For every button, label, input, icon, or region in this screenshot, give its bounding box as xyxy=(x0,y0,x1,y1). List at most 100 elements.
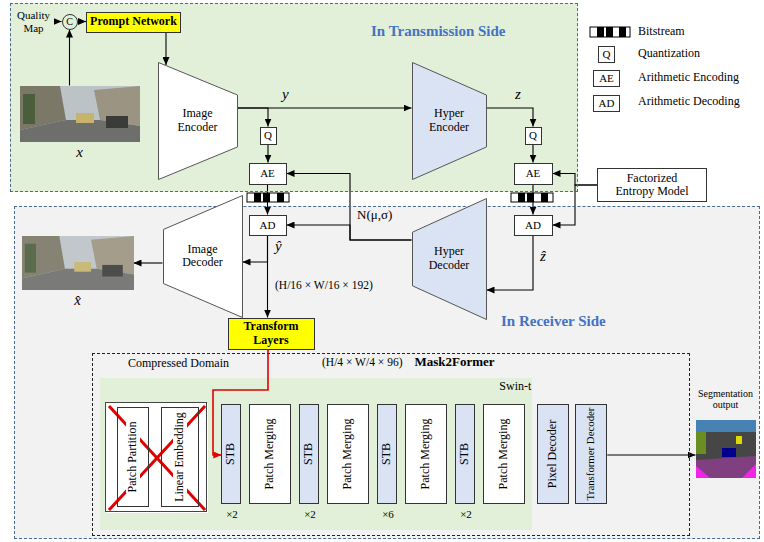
segmentation-map xyxy=(696,420,756,478)
trapezoid-outline xyxy=(412,62,486,179)
legend-sample-box: AD xyxy=(593,95,620,112)
photo-tree xyxy=(25,244,36,273)
node-label: Image Encoder xyxy=(170,107,226,133)
annotation-label: ×2 xyxy=(224,508,240,520)
coder-box: AE xyxy=(249,163,287,185)
rotated-label-holder: Patch Merging xyxy=(250,405,290,503)
node-label: STB xyxy=(303,443,316,465)
seg-sidewalk xyxy=(742,464,756,478)
seg-road xyxy=(696,456,756,478)
stb-block: STB xyxy=(299,404,319,504)
bitstream-icon xyxy=(590,27,630,37)
region-title: In Transmission Side xyxy=(371,23,506,40)
connector xyxy=(607,454,695,455)
image-node: x̂ xyxy=(22,236,134,320)
node-label: Patch Merging xyxy=(342,419,355,490)
node-label: Linear Embedding xyxy=(174,411,187,503)
bitstream-frame xyxy=(247,193,289,202)
bitstream-bit xyxy=(263,193,270,202)
connector xyxy=(267,236,268,318)
annotation-label: Compressed Domain xyxy=(128,357,229,370)
connector xyxy=(69,30,70,86)
node-label: C xyxy=(66,16,73,27)
trapezoid-outline xyxy=(158,62,237,179)
connector xyxy=(553,174,598,186)
merge-block: Patch Merging xyxy=(483,404,525,504)
stb-block: STB xyxy=(221,404,241,504)
bitstream-icon xyxy=(247,193,289,202)
photo-tree xyxy=(23,94,35,124)
coder-box: AE xyxy=(514,163,553,185)
node-label: STB xyxy=(459,443,472,465)
seg-building xyxy=(696,420,756,478)
concat-circle: C xyxy=(62,14,78,30)
layer-box: Linear Embedding xyxy=(161,407,199,507)
decoder-block: Transformer Decoder xyxy=(575,404,607,504)
node-label: Patch Merging xyxy=(498,419,511,490)
bitstream-bit xyxy=(619,27,626,37)
bitstream-icon xyxy=(511,193,553,202)
layer-box: Patch Partition xyxy=(117,407,149,507)
node-label: Patch Merging xyxy=(264,419,277,490)
node-label: Image Decoder xyxy=(175,243,231,269)
photo-car xyxy=(76,113,94,123)
coder-box: AD xyxy=(249,215,287,236)
bitstream-frame xyxy=(511,193,553,202)
encoder-trapezoid: Hyper Encoder xyxy=(412,62,487,180)
photo-car xyxy=(74,262,91,272)
annotation-label: ×6 xyxy=(380,508,396,520)
image-node: x xyxy=(20,86,140,164)
bitstream-frame xyxy=(590,27,630,37)
bitstream-bit xyxy=(518,193,525,202)
node-label: Prompt Network xyxy=(90,15,177,28)
edge-label: y xyxy=(281,86,290,103)
rotated-label-holder: Pixel Decoder xyxy=(538,405,568,503)
connector xyxy=(238,108,269,127)
stb-block: STB xyxy=(377,404,397,504)
module-title: Mask2Former xyxy=(415,355,495,369)
node-label: Hyper Encoder xyxy=(421,107,477,133)
rotated-label-holder: Patch Merging xyxy=(328,405,368,503)
seg-car xyxy=(722,448,736,457)
trapezoid-outline xyxy=(163,195,242,317)
legend-sample-box: AE xyxy=(593,70,620,87)
bitstream-bit xyxy=(606,27,613,37)
photo-car xyxy=(106,116,128,128)
quantizer-box: Q xyxy=(525,127,542,145)
connector xyxy=(287,225,412,240)
panel-fill xyxy=(14,206,760,539)
bitstream-bit xyxy=(277,193,284,202)
connector xyxy=(165,33,166,66)
node-label: Factorized Entropy Model xyxy=(610,172,694,198)
node-label: AE xyxy=(526,167,541,179)
annotation-label: ×2 xyxy=(302,508,318,520)
merge-block: Patch Merging xyxy=(327,404,369,504)
annotation-label: ×2 xyxy=(458,508,474,520)
backbone-panel: Swin-tPatch PartitionLinear EmbeddingSTB… xyxy=(99,377,531,529)
node-label: Patch Partition xyxy=(127,421,140,494)
region-panel: In Receiver SideADADImage DecoderHyper D… xyxy=(14,206,760,539)
region-panel: In Transmission SideQuality MapCPrompt N… xyxy=(10,3,578,192)
region-title: In Receiver Side xyxy=(501,313,606,330)
edge-label: ẑ xyxy=(539,248,547,265)
rotated-label-holder: Patch Merging xyxy=(406,405,446,503)
rotated-label-holder: Linear Embedding xyxy=(162,408,198,506)
merge-block: Patch Merging xyxy=(249,404,291,504)
trapezoid-outline xyxy=(412,198,486,319)
node-label: Pixel Decoder xyxy=(547,420,560,488)
decoder-block: Pixel Decoder xyxy=(537,404,569,504)
stb-block: STB xyxy=(455,404,475,504)
cross-mark xyxy=(109,406,205,510)
image-node: Segmentation output xyxy=(696,388,756,480)
legend-sample-box: Q xyxy=(598,46,615,63)
panel-fill xyxy=(10,3,578,192)
node-label: STB xyxy=(381,443,394,465)
quantizer-box: Q xyxy=(260,127,277,145)
node-label: STB xyxy=(225,443,238,465)
node-label: Patch Merging xyxy=(420,419,433,490)
node-label: Transform Layers xyxy=(235,320,307,346)
photo-sky xyxy=(22,236,134,290)
bitstream-bit xyxy=(254,193,261,202)
